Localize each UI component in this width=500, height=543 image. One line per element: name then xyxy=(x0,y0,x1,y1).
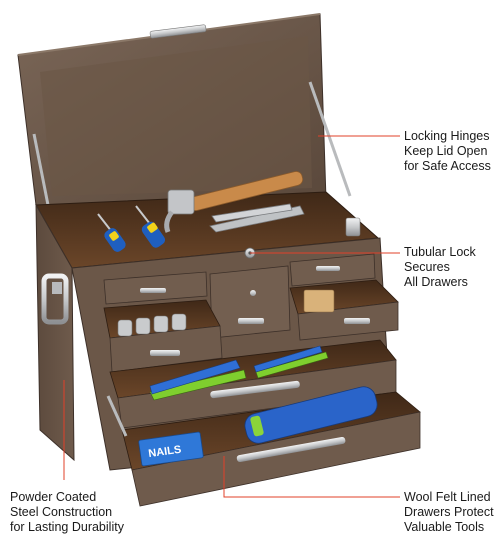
callout-line: Wool Felt Lined xyxy=(404,490,491,504)
drawer-open-bottom[interactable]: NAILS xyxy=(121,384,421,507)
pliers-icon xyxy=(149,359,247,401)
drawer-center[interactable] xyxy=(209,265,291,339)
callout-line: Locking Hinges xyxy=(404,129,490,143)
callout-wool-felt: Wool Felt Lined Drawers Protect Valuable… xyxy=(404,490,494,535)
pointer-line-wool xyxy=(223,456,400,498)
callout-line: Drawers Protect xyxy=(404,505,494,519)
hinge-stay-left xyxy=(32,133,50,206)
side-handle[interactable] xyxy=(41,273,69,325)
drawer-handle[interactable] xyxy=(150,350,180,356)
callout-locking-hinges: Locking Hinges Keep Lid Open for Safe Ac… xyxy=(404,129,491,174)
callout-line: Valuable Tools xyxy=(404,520,485,534)
nails-package: NAILS xyxy=(138,431,204,467)
callout-powder-coated: Powder Coated Steel Construction for Las… xyxy=(10,490,124,535)
tool-roll-icon xyxy=(244,386,378,444)
pliers-icon xyxy=(253,345,329,379)
nails-package-label: NAILS xyxy=(148,444,182,460)
drawer-handle[interactable] xyxy=(238,318,264,324)
drawer-lock xyxy=(250,290,256,296)
pointer-lines xyxy=(63,135,400,498)
callout-line: Keep Lid Open xyxy=(404,144,488,158)
drawer-open-left[interactable] xyxy=(103,299,223,373)
locking-pliers-icon xyxy=(209,203,305,233)
drawer-handle[interactable] xyxy=(140,288,166,293)
latch-right[interactable] xyxy=(345,217,361,237)
lid xyxy=(17,13,327,206)
drawer-slide xyxy=(106,395,128,437)
callout-line: Steel Construction xyxy=(10,505,113,519)
drawer-top-right[interactable] xyxy=(289,253,376,287)
callout-line: for Lasting Durability xyxy=(10,520,124,534)
drawer-top-left[interactable] xyxy=(103,271,208,305)
callout-line: for Safe Access xyxy=(404,159,491,173)
hammer-icon xyxy=(164,171,304,233)
drawer-handle[interactable] xyxy=(210,380,300,399)
callout-line: Tubular Lock xyxy=(404,245,476,259)
tool-box-item xyxy=(303,289,335,313)
drawer-handle[interactable] xyxy=(344,318,370,324)
drawer-open-right[interactable] xyxy=(289,279,399,341)
drawer-handle[interactable] xyxy=(236,436,346,463)
screwdriver-icon xyxy=(135,205,166,248)
callout-line: All Drawers xyxy=(404,275,468,289)
lid-handle xyxy=(149,24,207,39)
drawer-handle[interactable] xyxy=(316,266,340,271)
screwdriver-icon xyxy=(97,213,126,252)
socket-icon xyxy=(117,313,187,337)
callout-tubular-lock: Tubular Lock Secures All Drawers xyxy=(404,245,476,290)
callout-line: Secures xyxy=(404,260,450,274)
drawer-open-middle[interactable] xyxy=(109,339,397,429)
callout-line: Powder Coated xyxy=(10,490,97,504)
hinge-stay-right xyxy=(308,81,352,197)
